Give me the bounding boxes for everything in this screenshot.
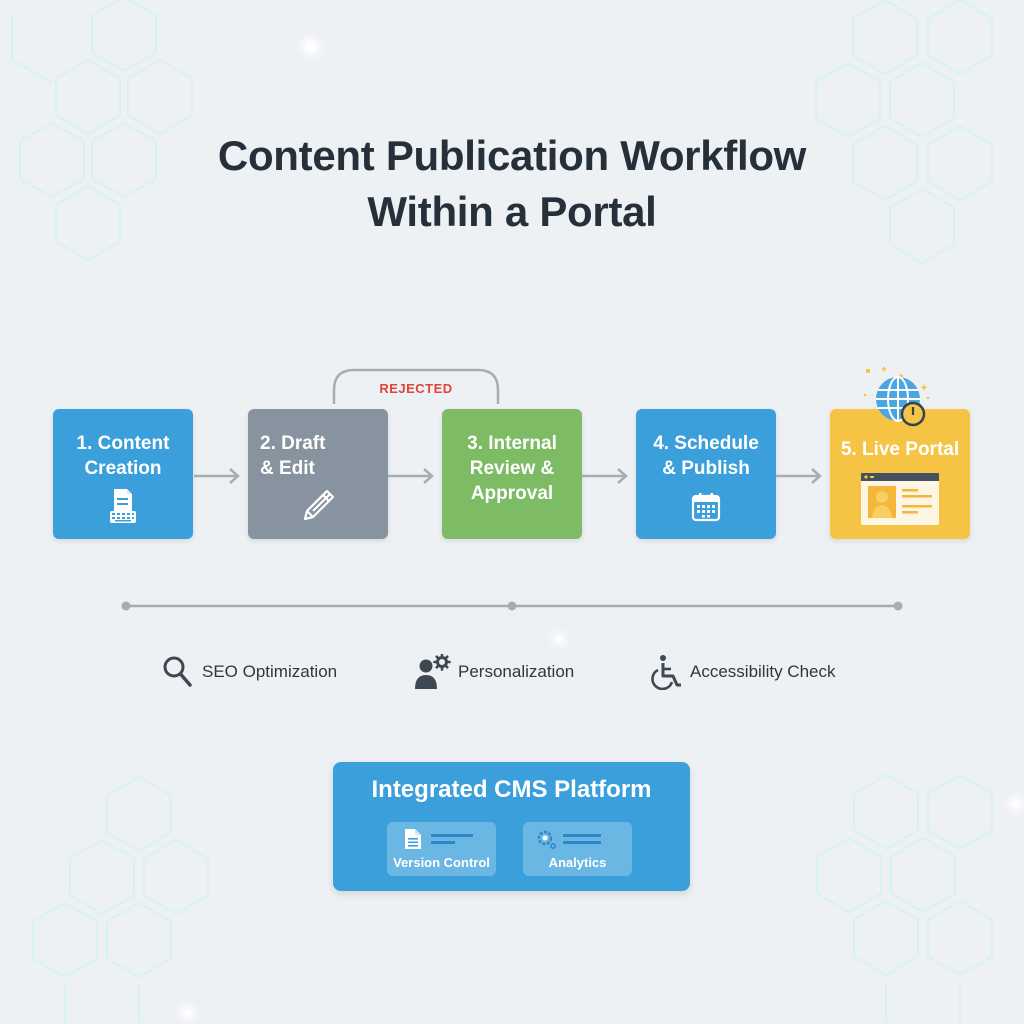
rejected-label: REJECTED — [379, 381, 453, 396]
cms-module-label: Analytics — [548, 855, 607, 870]
globe-clock-icon — [863, 366, 930, 427]
sparkle-decoration — [556, 636, 562, 642]
step-label: 5. Live Portal — [840, 439, 960, 460]
arrow-connector — [388, 468, 434, 484]
page-title: Content Publication Workflow Within a Po… — [0, 128, 1024, 240]
hex-cluster-bottom-right — [816, 774, 993, 1024]
document-keyboard-icon — [110, 489, 136, 523]
hex-cluster-bottom-left — [32, 776, 209, 1024]
cms-module-version-control[interactable]: Version Control — [387, 822, 496, 876]
step-schedule-publish[interactable]: 4. Schedule & Publish — [636, 409, 776, 539]
timeline-track — [121, 601, 903, 611]
step-content-creation[interactable]: 1. Content Creation — [53, 409, 193, 539]
step-label: 3. Internal Review & Approval — [467, 433, 557, 504]
search-icon — [163, 656, 192, 687]
sparkle-decoration — [306, 42, 316, 52]
text-lines-decoration — [563, 834, 601, 844]
step-label: 4. Schedule & Publish — [653, 433, 759, 479]
step-live-portal[interactable]: 5. Live Portal — [830, 409, 970, 539]
arrow-connector — [582, 468, 628, 484]
pencil-icon — [303, 489, 335, 521]
text-lines-decoration — [431, 834, 473, 844]
user-gear-icon — [415, 654, 451, 689]
document-icon — [405, 829, 421, 849]
timeline-node — [121, 601, 131, 611]
feature-personalization: Personalization — [414, 652, 574, 692]
timeline-node — [893, 601, 903, 611]
title-line-2: Within a Portal — [367, 188, 657, 235]
timeline-node — [507, 601, 517, 611]
step-draft-edit[interactable]: 2. Draft & Edit — [248, 409, 388, 539]
feature-label: SEO Optimization — [202, 662, 338, 681]
analytics-cog-icon — [537, 830, 556, 849]
rejected-loop-connector — [332, 368, 500, 404]
feature-label: Personalization — [458, 662, 575, 681]
arrow-connector — [194, 468, 240, 484]
sparkle-decoration — [184, 1010, 191, 1017]
wheelchair-icon — [651, 655, 681, 690]
arrow-connector — [776, 468, 822, 484]
title-line-1: Content Publication Workflow — [217, 132, 807, 179]
step-label: 2. Draft & Edit — [260, 433, 326, 479]
feature-label: Accessibility Check — [690, 662, 836, 681]
web-page-icon — [861, 473, 939, 525]
cms-module-label: Version Control — [393, 855, 490, 870]
integrated-cms-platform-panel: Integrated CMS Platform Version Control … — [333, 762, 690, 891]
cms-title: Integrated CMS Platform — [371, 776, 652, 803]
feature-accessibility-check: Accessibility Check — [650, 652, 836, 692]
step-label: 1. Content Creation — [76, 433, 170, 479]
sparkle-decoration — [1012, 800, 1019, 807]
cms-module-analytics[interactable]: Analytics — [523, 822, 632, 876]
calendar-icon — [691, 493, 721, 522]
feature-seo-optimization: SEO Optimization — [162, 652, 337, 692]
step-internal-review-approval[interactable]: 3. Internal Review & Approval — [442, 409, 582, 539]
